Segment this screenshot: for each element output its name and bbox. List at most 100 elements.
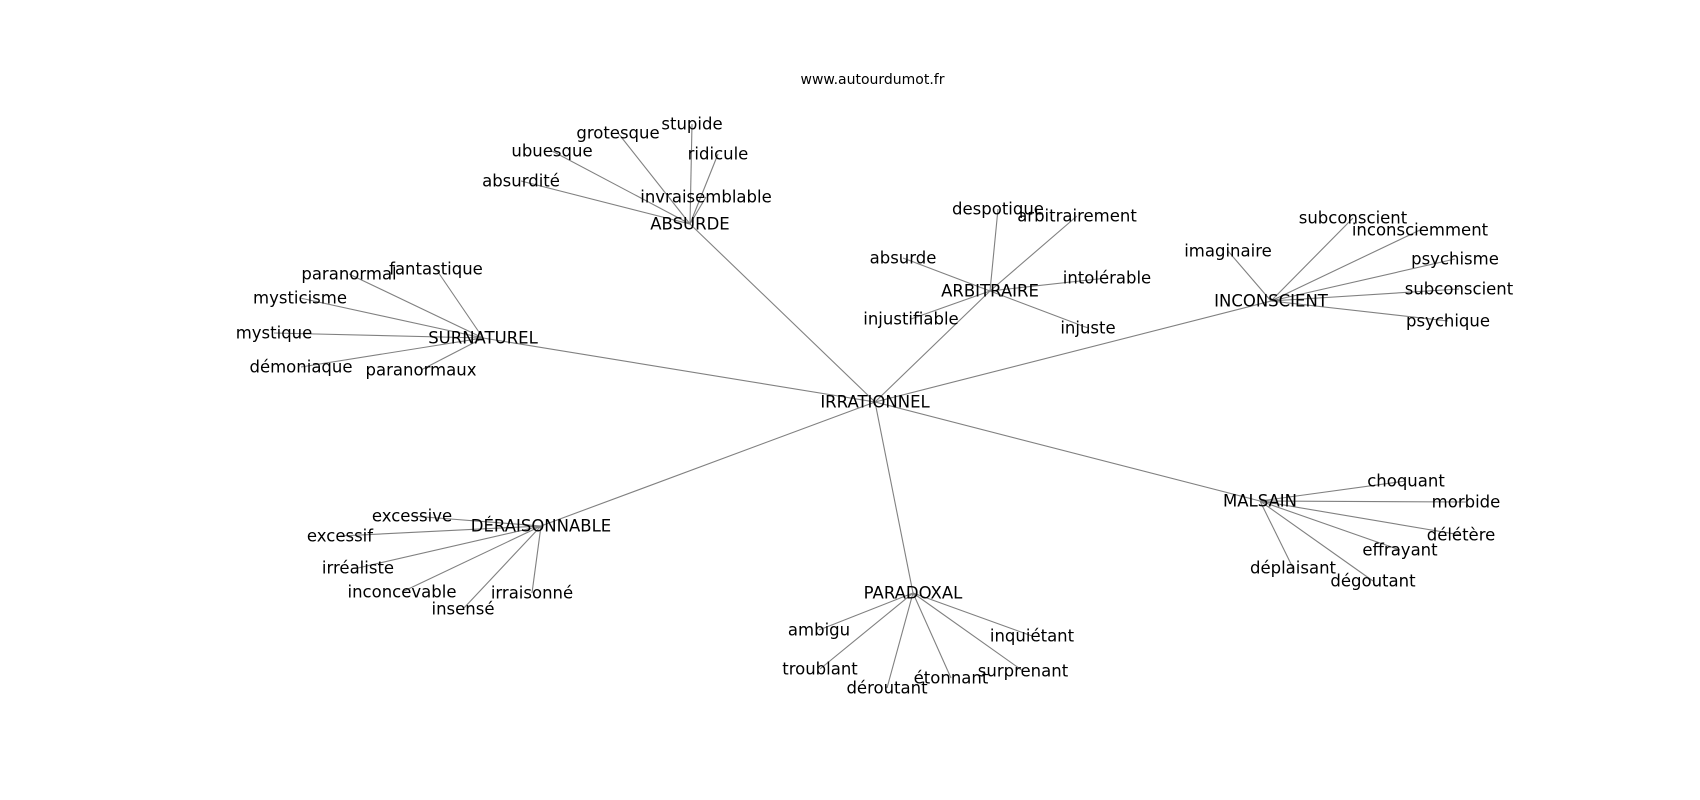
leaf-node-etonnant: étonnant [914, 669, 989, 688]
leaf-node-deroutant: déroutant [846, 679, 928, 698]
edge-center-to-arbitraire [874, 290, 991, 403]
edge-deraisonnable-to-excessif [339, 525, 542, 537]
edge-malsain-to-morbide [1259, 500, 1467, 503]
edge-center-to-deraisonnable [540, 401, 876, 527]
leaf-node-subconscient: subconscient [1405, 280, 1514, 299]
edge-inconscient-to-subconscient [1270, 288, 1460, 302]
edge-paradoxal-to-deroutant [886, 592, 914, 689]
leaf-node-inconcevable: inconcevable [348, 583, 457, 602]
leaf-node-choquant: choquant [1367, 472, 1445, 491]
leaf-node-effrayant: effrayant [1362, 541, 1438, 560]
edge-surnaturel-to-paranormaux [420, 337, 484, 371]
leaf-node-excessive: excessive [372, 507, 452, 526]
hub-node-inconscient: INCONSCIENT [1214, 292, 1329, 311]
leaf-node-mystique: mystique [236, 324, 313, 343]
leaf-node-irrealiste: irréaliste [322, 559, 394, 578]
edge-arbitraire-to-despotique [989, 208, 999, 292]
edge-center-to-absurde [689, 223, 876, 403]
hub-node-absurde: ABSURDE [650, 215, 729, 234]
leaf-node-paranormal: paranormal [301, 265, 396, 284]
leaf-node-degoutant: dégoutant [1330, 572, 1416, 591]
hub-node-malsain: MALSAIN [1223, 492, 1297, 511]
leaf-node-absurde: absurde [870, 249, 937, 268]
edge-arbitraire-to-intolerable [989, 277, 1108, 292]
edge-inconscient-to-psychique [1270, 300, 1449, 322]
leaf-node-excessif: excessif [307, 527, 374, 546]
edge-surnaturel-to-fantastique [435, 268, 484, 339]
edge-deraisonnable-to-insense [462, 525, 542, 610]
edge-surnaturel-to-paranormal [348, 273, 484, 339]
leaf-node-injuste: injuste [1060, 319, 1115, 338]
leaf-node-intolerable: intolérable [1063, 269, 1151, 288]
leaf-node-imaginaire: imaginaire [1184, 242, 1272, 261]
edge-arbitraire-to-absurde [902, 257, 991, 292]
edge-surnaturel-to-mystique [273, 332, 484, 339]
hub-node-deraisonnable: DÉRAISONNABLE [471, 517, 611, 536]
edge-surnaturel-to-mysticisme [299, 297, 484, 339]
edge-center-to-surnaturel [482, 337, 876, 403]
edge-paradoxal-to-etonnant [912, 592, 952, 679]
edge-center-to-inconscient [874, 300, 1272, 403]
edge-malsain-to-choquant [1259, 480, 1407, 502]
edge-deraisonnable-to-inconcevable [401, 525, 542, 593]
edge-inconscient-to-inconsciemment [1270, 229, 1421, 302]
leaf-node-ubuesque: ubuesque [511, 142, 592, 161]
leaf-node-invraisemblable: invraisemblable [640, 188, 771, 207]
leaf-node-morbide: morbide [1432, 493, 1501, 512]
leaf-node-inconsciemment: inconsciemment [1352, 221, 1489, 240]
leaf-node-ridicule: ridicule [688, 145, 749, 164]
edge-center-to-paradoxal [874, 401, 914, 594]
edge-deraisonnable-to-excessive [411, 515, 542, 527]
leaf-node-surprenant: surprenant [978, 662, 1069, 681]
hub-node-paradoxal: PARADOXAL [864, 584, 963, 603]
edge-absurde-to-grotesque [617, 132, 691, 225]
hub-node-surnaturel: SURNATUREL [428, 329, 538, 348]
edge-absurde-to-ubuesque [551, 150, 691, 225]
leaf-node-paranormaux: paranormaux [366, 361, 477, 380]
edge-paradoxal-to-troublant [819, 592, 914, 670]
edge-inconscient-to-subconscient [1270, 217, 1354, 302]
leaf-node-mysticisme: mysticisme [253, 289, 347, 308]
edge-malsain-to-deletere [1259, 500, 1462, 536]
edge-arbitraire-to-injuste [989, 290, 1089, 329]
edge-paradoxal-to-inquietant [912, 592, 1033, 637]
leaf-node-deletere: délétère [1427, 526, 1496, 545]
source-caption: www.autourdumot.fr [800, 72, 945, 88]
edge-absurde-to-absurdite [520, 180, 691, 225]
leaf-node-despotique: despotique [952, 200, 1044, 219]
hub-node-arbitraire: ARBITRAIRE [941, 282, 1039, 301]
edge-absurde-to-stupide [689, 123, 693, 225]
edge-deraisonnable-to-irrealiste [357, 525, 542, 569]
edge-absurde-to-invraisemblable [689, 196, 707, 225]
edge-malsain-to-deplaisant [1259, 500, 1294, 569]
edge-paradoxal-to-ambigu [818, 592, 914, 631]
leaf-node-subconscient: subconscient [1299, 209, 1408, 228]
leaf-node-inquietant: inquiétant [990, 627, 1075, 646]
edge-arbitraire-to-arbitrairement [989, 215, 1078, 292]
edge-malsain-to-degoutant [1259, 500, 1374, 582]
leaf-node-arbitrairement: arbitrairement [1017, 207, 1137, 226]
leaf-node-injustifiable: injustifiable [863, 310, 958, 329]
edge-inconscient-to-psychisme [1270, 258, 1456, 302]
edge-surnaturel-to-demoniaque [300, 337, 484, 368]
leaf-node-psychique: psychique [1406, 312, 1490, 331]
leaf-node-insense: insensé [432, 600, 495, 619]
leaf-node-fantastique: fantastique [389, 260, 483, 279]
edge-inconscient-to-imaginaire [1227, 250, 1272, 302]
edge-absurde-to-ridicule [689, 153, 719, 225]
leaf-node-psychisme: psychisme [1411, 250, 1499, 269]
center-node-label: IRRATIONNEL [820, 393, 930, 412]
leaf-node-ambigu: ambigu [788, 621, 850, 640]
edge-paradoxal-to-surprenant [912, 592, 1024, 672]
leaf-node-grotesque: grotesque [576, 124, 659, 143]
edge-malsain-to-effrayant [1259, 500, 1401, 551]
leaf-node-absurdite: absurdité [482, 172, 560, 191]
edge-arbitraire-to-injustifiable [910, 290, 991, 320]
graph-edges [273, 123, 1467, 689]
leaf-node-stupide: stupide [661, 115, 722, 134]
leaf-node-deplaisant: déplaisant [1250, 559, 1337, 578]
edge-center-to-malsain [874, 401, 1261, 502]
leaf-node-troublant: troublant [782, 660, 858, 679]
